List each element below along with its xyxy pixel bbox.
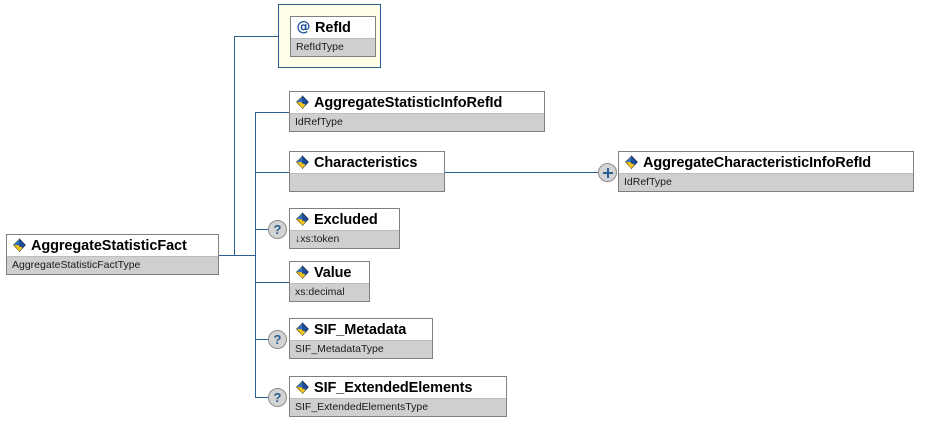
attribute-icon: @ [296, 19, 311, 35]
connector-child-3 [255, 229, 268, 230]
node-name-label: Value [314, 264, 352, 281]
node-name-row: AggregateCharacteristicInfoRefId [619, 152, 913, 174]
node-name-row: SIF_ExtendedElements [290, 377, 506, 399]
element-icon [295, 155, 310, 170]
node-excluded[interactable]: Excluded ↓xs:token [289, 208, 400, 249]
connector-root-stub [219, 255, 255, 256]
node-name-label: AggregateStatisticInfoRefId [314, 94, 503, 111]
connector-attribute-refid [234, 36, 279, 37]
node-sif-extended-elements[interactable]: SIF_ExtendedElements SIF_ExtendedElement… [289, 376, 507, 417]
node-name-label: Characteristics [314, 154, 418, 171]
node-name-row: Value [290, 262, 369, 284]
node-name-label: Excluded [314, 211, 378, 228]
node-type-label: AggregateStatisticFactType [12, 259, 141, 271]
node-type-row [290, 174, 444, 191]
node-name-row: AggregateStatisticFact [7, 235, 218, 257]
node-aggregate-statistic-info-refid[interactable]: AggregateStatisticInfoRefId IdRefType [289, 91, 545, 132]
node-type-label: ↓xs:token [295, 233, 340, 245]
element-icon [295, 212, 310, 227]
node-aggregate-characteristic-info-refid[interactable]: AggregateCharacteristicInfoRefId IdRefTy… [618, 151, 914, 192]
optional-marker-sif-extended-elements: ? [268, 388, 287, 407]
node-name-label: AggregateCharacteristicInfoRefId [643, 154, 872, 171]
node-type-row: IdRefType [619, 174, 913, 191]
node-type-label: SIF_ExtendedElementsType [295, 401, 429, 413]
node-sif-metadata[interactable]: SIF_Metadata SIF_MetadataType [289, 318, 433, 359]
expand-button-aggregate-characteristic-info-refid[interactable] [598, 163, 617, 182]
node-type-row: IdRefType [290, 114, 544, 131]
node-type-row: SIF_MetadataType [290, 341, 432, 358]
node-type-label: SIF_MetadataType [295, 343, 384, 355]
node-name-label: SIF_Metadata [314, 321, 407, 338]
node-type-label: RefIdType [296, 41, 344, 53]
node-name-label: RefId [315, 19, 351, 36]
node-type-row: RefIdType [291, 39, 375, 56]
connector-child-5 [255, 339, 268, 340]
connector-child-4 [255, 282, 289, 283]
node-aggregate-statistic-fact[interactable]: AggregateStatisticFact AggregateStatisti… [6, 234, 219, 275]
connector-child-6 [255, 397, 268, 398]
node-type-row: xs:decimal [290, 284, 369, 301]
node-refid[interactable]: @ RefId RefIdType [290, 16, 376, 57]
node-name-row: SIF_Metadata [290, 319, 432, 341]
element-icon [12, 238, 27, 253]
node-type-row: AggregateStatisticFactType [7, 257, 218, 274]
connector-child-2 [255, 172, 289, 173]
node-name-row: @ RefId [291, 17, 375, 39]
node-type-row: SIF_ExtendedElementsType [290, 399, 506, 416]
connector-child-1 [255, 112, 289, 113]
connector-attribute-trunk [234, 36, 235, 256]
node-value[interactable]: Value xs:decimal [289, 261, 370, 302]
optional-marker-sif-metadata: ? [268, 330, 287, 349]
optional-marker-excluded: ? [268, 220, 287, 239]
element-icon [295, 95, 310, 110]
node-type-label: IdRefType [624, 176, 672, 188]
element-icon [295, 322, 310, 337]
node-type-label: IdRefType [295, 116, 343, 128]
node-name-label: AggregateStatisticFact [31, 237, 187, 254]
node-type-label: xs:decimal [295, 286, 345, 298]
node-name-label: SIF_ExtendedElements [314, 379, 473, 396]
node-type-row: ↓xs:token [290, 231, 399, 248]
connector-element-trunk [255, 112, 256, 397]
node-name-row: Characteristics [290, 152, 444, 174]
connector-characteristics-child [444, 172, 598, 173]
element-icon [295, 265, 310, 280]
element-icon [295, 380, 310, 395]
element-icon [624, 155, 639, 170]
node-name-row: Excluded [290, 209, 399, 231]
node-characteristics[interactable]: Characteristics [289, 151, 445, 192]
node-name-row: AggregateStatisticInfoRefId [290, 92, 544, 114]
